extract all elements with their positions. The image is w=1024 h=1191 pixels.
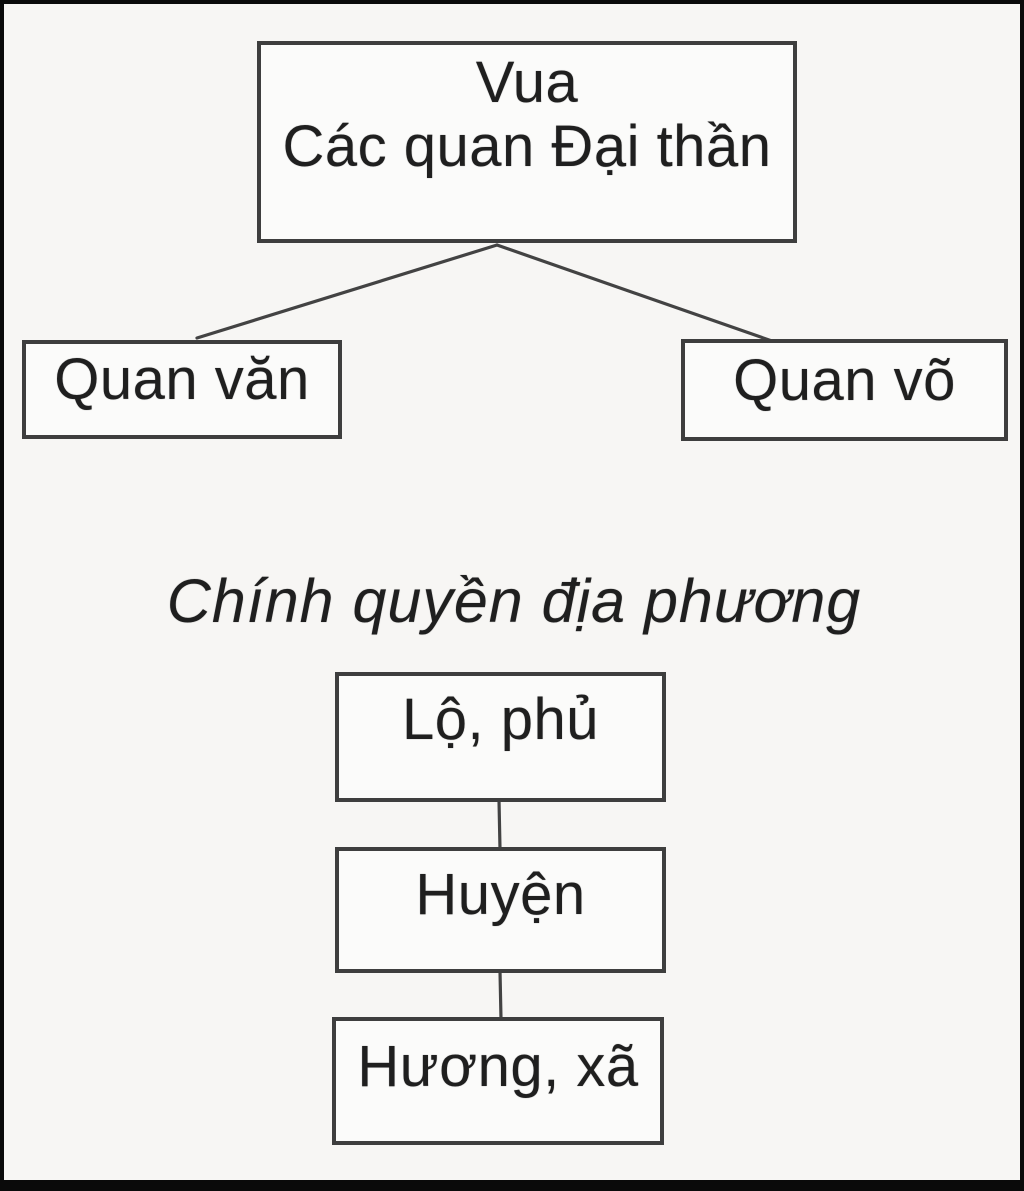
edge-lo-phu-to-huyen <box>497 798 502 851</box>
node-lo-phu-label: Lộ, phủ <box>401 687 599 752</box>
edge-root-to-quan-van <box>195 243 499 340</box>
node-quan-vo-label: Quan võ <box>733 348 956 413</box>
node-lo-phu: Lộ, phủ <box>335 672 666 802</box>
node-root-line2: Các quan Đại thần <box>282 114 772 179</box>
edge-huyen-to-huong-xa <box>498 969 503 1021</box>
node-huong-xa: Hương, xã <box>332 1017 664 1145</box>
frame-bottom-border <box>0 1180 1024 1191</box>
frame-right-border <box>1020 0 1024 1191</box>
node-quan-vo: Quan võ <box>681 339 1008 441</box>
frame-top-border <box>0 0 1024 4</box>
node-huyen-label: Huyện <box>415 862 586 927</box>
node-vua-cac-quan-dai-than: Vua Các quan Đại thần <box>257 41 797 243</box>
node-quan-van: Quan văn <box>22 340 342 439</box>
frame-left-border <box>0 0 4 1191</box>
node-huyen: Huyện <box>335 847 666 973</box>
node-quan-van-label: Quan văn <box>54 347 310 412</box>
node-huong-xa-label: Hương, xã <box>357 1034 639 1099</box>
edge-root-to-quan-vo <box>495 243 774 343</box>
heading-local-government: Chính quyền địa phương <box>166 567 862 635</box>
node-root-line1: Vua <box>475 50 579 115</box>
